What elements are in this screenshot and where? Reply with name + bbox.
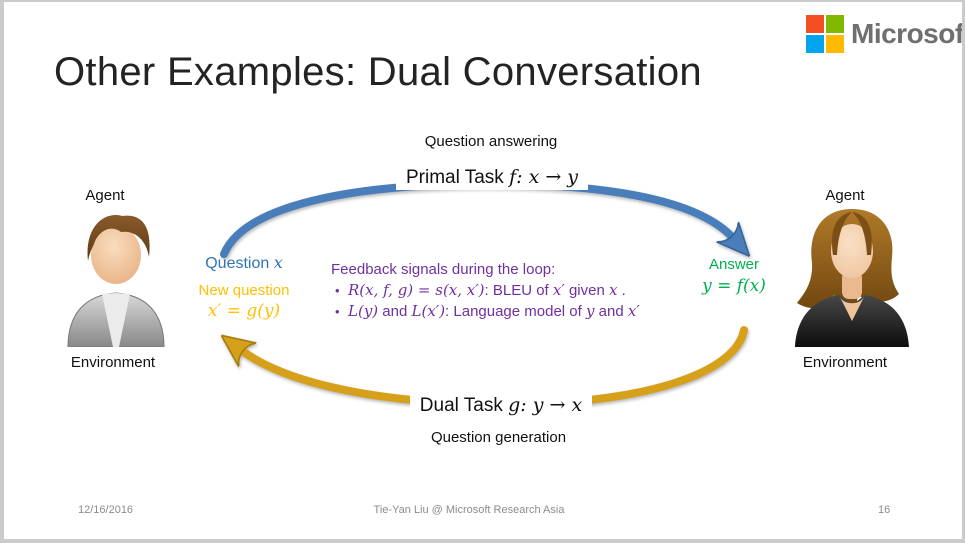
- footer-credit: Tie-Yan Liu @ Microsoft Research Asia: [373, 504, 565, 516]
- question-answering-caption: Question answering: [424, 133, 558, 150]
- question-x-label: Question x: [205, 253, 283, 272]
- answer-math: y = f(x): [702, 276, 766, 296]
- feedback-heading: Feedback signals during the loop:: [331, 261, 556, 278]
- dual-task-math: g: y → x: [508, 394, 583, 416]
- microsoft-logo: Microsoft: [806, 15, 965, 53]
- feedback-bullet-2: • L(y) and L(x′): Language model of y an…: [331, 301, 683, 322]
- man-avatar-icon: [67, 215, 165, 347]
- microsoft-logo-icon: [806, 15, 844, 53]
- left-agent-label: Agent: [85, 187, 125, 204]
- slide-title: Other Examples: Dual Conversation: [54, 50, 702, 94]
- microsoft-logo-text: Microsoft: [851, 18, 965, 49]
- new-question-math: x′ = g(y): [207, 301, 281, 321]
- dual-task-text: Dual Task: [419, 395, 509, 416]
- feedback-signals-block: Feedback signals during the loop: • R(x,…: [331, 260, 683, 322]
- bullet-icon: •: [335, 304, 340, 319]
- right-environment-label: Environment: [802, 354, 888, 371]
- footer-date: 12/16/2016: [78, 504, 134, 516]
- dual-task-label: Dual Task g: y → x: [22, 393, 962, 418]
- new-question-label: New question: [198, 282, 290, 299]
- question-generation-caption: Question generation: [430, 429, 567, 446]
- primal-task-text: Primal Task: [405, 167, 510, 188]
- slide-number: 16: [878, 504, 891, 516]
- woman-avatar-icon: [795, 209, 909, 347]
- feedback-bullet-1: • R(x, f, g) = s(x, x′): BLEU of x′ give…: [331, 280, 683, 301]
- primal-task-math: f: x → y: [509, 166, 579, 188]
- bullet-icon: •: [335, 283, 340, 298]
- primal-task-label: Primal Task f: x → y: [13, 165, 962, 190]
- right-agent-label: Agent: [825, 187, 865, 204]
- answer-label: Answer: [708, 256, 760, 273]
- left-environment-label: Environment: [70, 354, 156, 371]
